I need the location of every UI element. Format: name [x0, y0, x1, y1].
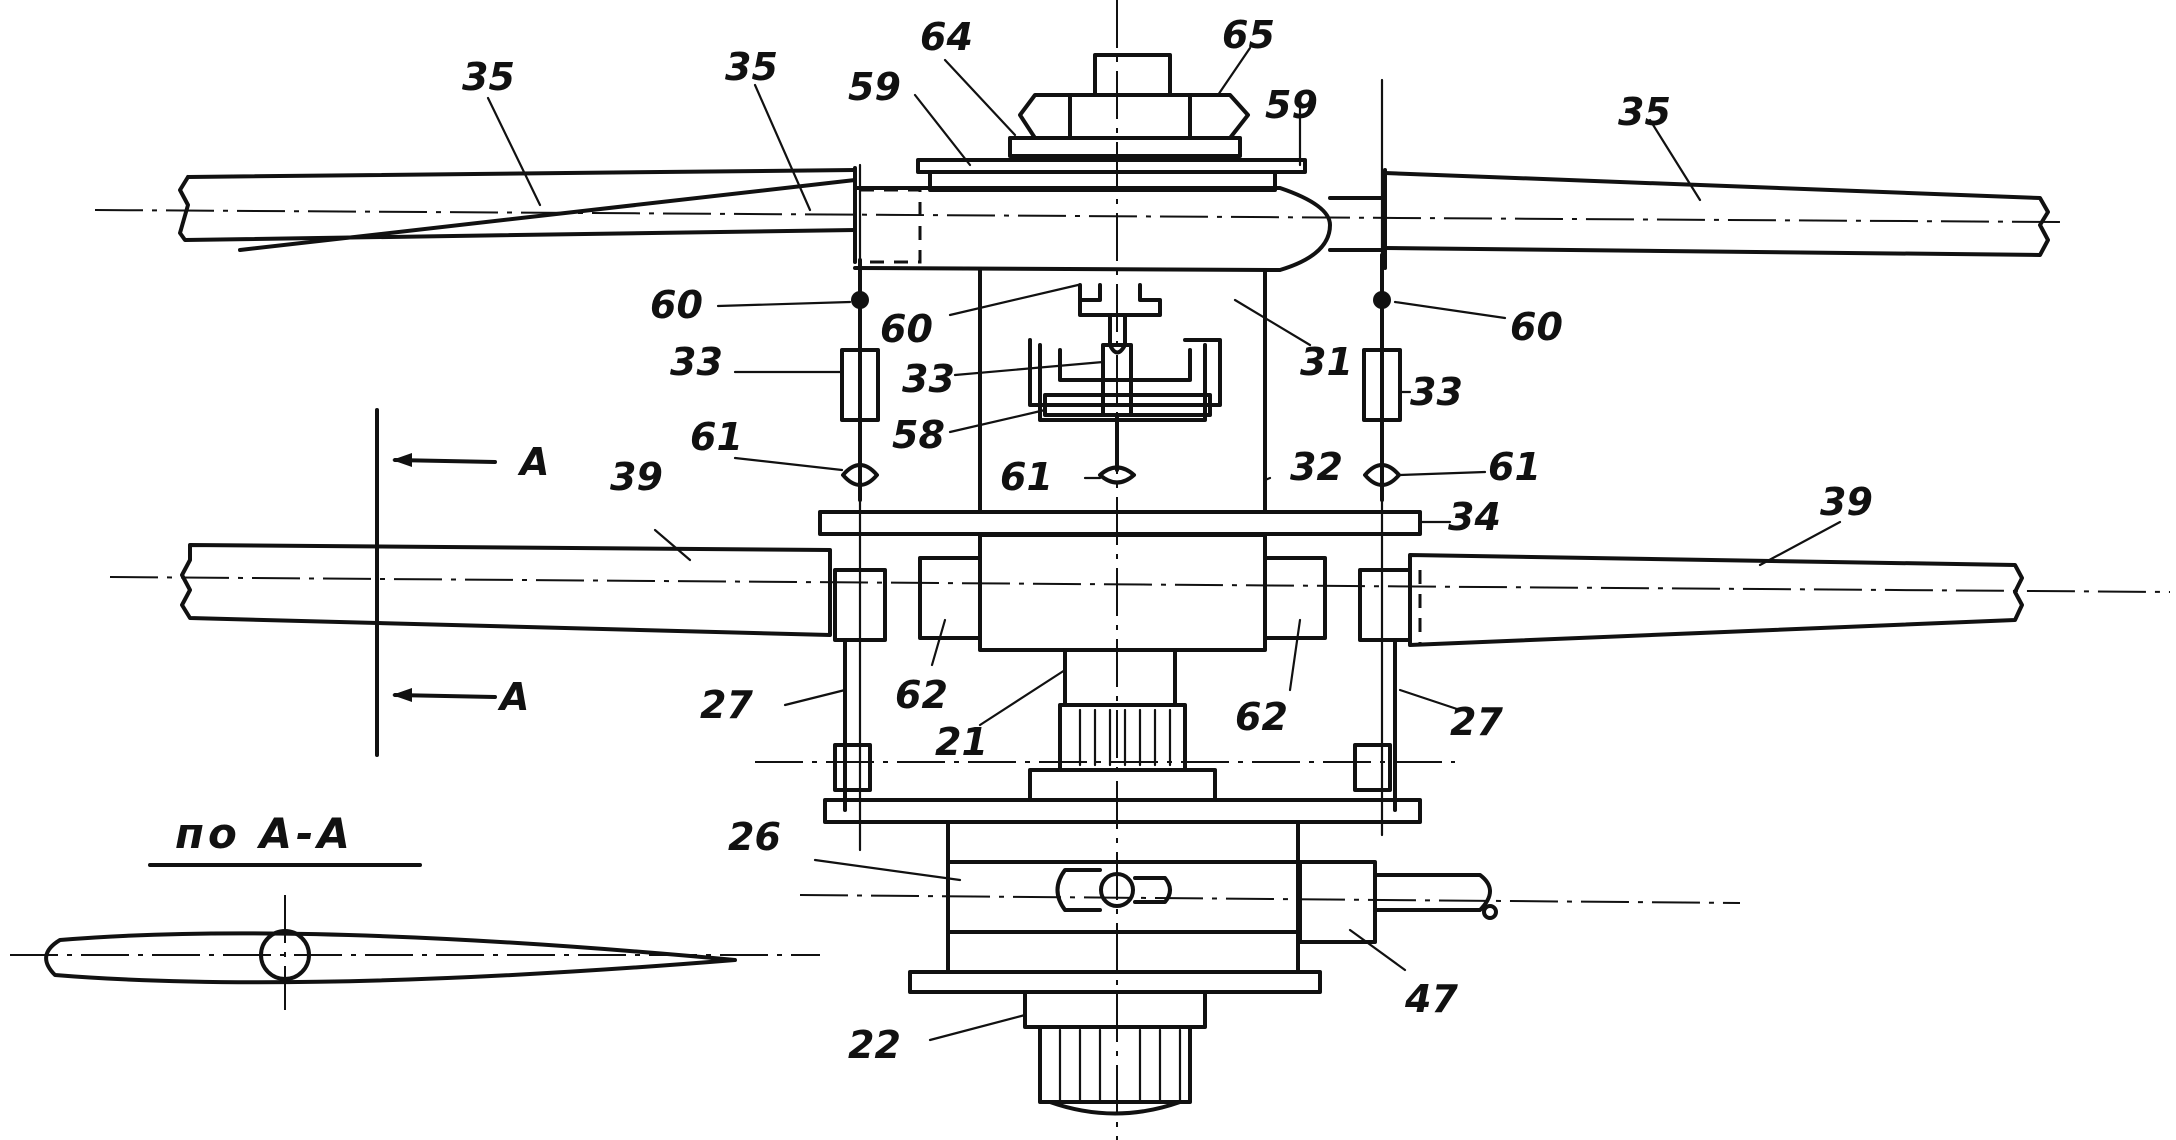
label-39-left: 39: [610, 455, 663, 499]
airfoil-section-profile: [10, 863, 820, 1010]
section-label-a-top: A: [517, 440, 549, 484]
reference-labels: 35 35 35 64 65 59 59 60 60 60 31 33 33 3…: [175, 13, 1873, 1067]
label-26: 26: [728, 815, 781, 859]
label-59-right: 59: [1265, 83, 1318, 127]
label-61-right: 61: [1488, 445, 1541, 489]
label-21: 21: [935, 720, 988, 764]
label-22: 22: [848, 1023, 901, 1067]
label-32: 32: [1290, 445, 1343, 489]
label-65: 65: [1222, 13, 1275, 57]
lower-hub-block: [833, 533, 1412, 652]
top-nut-assembly: [916, 53, 1307, 192]
section-caption: по А-А: [175, 809, 354, 858]
lower-housing: [908, 820, 1498, 1116]
section-marker: [375, 408, 497, 757]
label-64: 64: [920, 15, 973, 59]
hub-body: [978, 268, 1267, 512]
label-60-center: 60: [880, 307, 933, 351]
label-27-right: 27: [1450, 700, 1503, 744]
label-33-right: 33: [1410, 370, 1463, 414]
label-62-left: 62: [895, 673, 948, 717]
label-61-left: 61: [690, 415, 743, 459]
label-33-center: 33: [902, 357, 955, 401]
label-31: 31: [1300, 340, 1353, 384]
label-62-right: 62: [1235, 695, 1288, 739]
control-rod-left: [840, 258, 880, 502]
upper-blade-root-cuff: [853, 186, 1384, 272]
lower-blade-right: [1408, 553, 2024, 647]
label-60-right: 60: [1510, 305, 1563, 349]
upper-blade-right: [1383, 168, 2050, 270]
label-47: 47: [1404, 977, 1458, 1021]
section-label-a-bottom: A: [497, 675, 529, 719]
label-34: 34: [1448, 495, 1501, 539]
label-39-right: 39: [1820, 480, 1873, 524]
label-35-left: 35: [462, 55, 515, 99]
lower-frame: [823, 638, 1422, 824]
label-61-center: 61: [1000, 455, 1053, 499]
control-rod-right: [1362, 253, 1402, 502]
label-27-left: 27: [700, 683, 753, 727]
label-60-left: 60: [650, 283, 703, 327]
leader-lines: [486, 46, 1842, 1042]
upper-blade-left: [178, 166, 857, 264]
label-35-right: 35: [1618, 90, 1671, 134]
label-35-center: 35: [725, 45, 778, 89]
label-33-left: 33: [670, 340, 723, 384]
swashplate: [818, 510, 1422, 536]
label-59-left: 59: [848, 65, 901, 109]
lower-blade-left: [180, 543, 832, 637]
label-58: 58: [892, 413, 945, 457]
